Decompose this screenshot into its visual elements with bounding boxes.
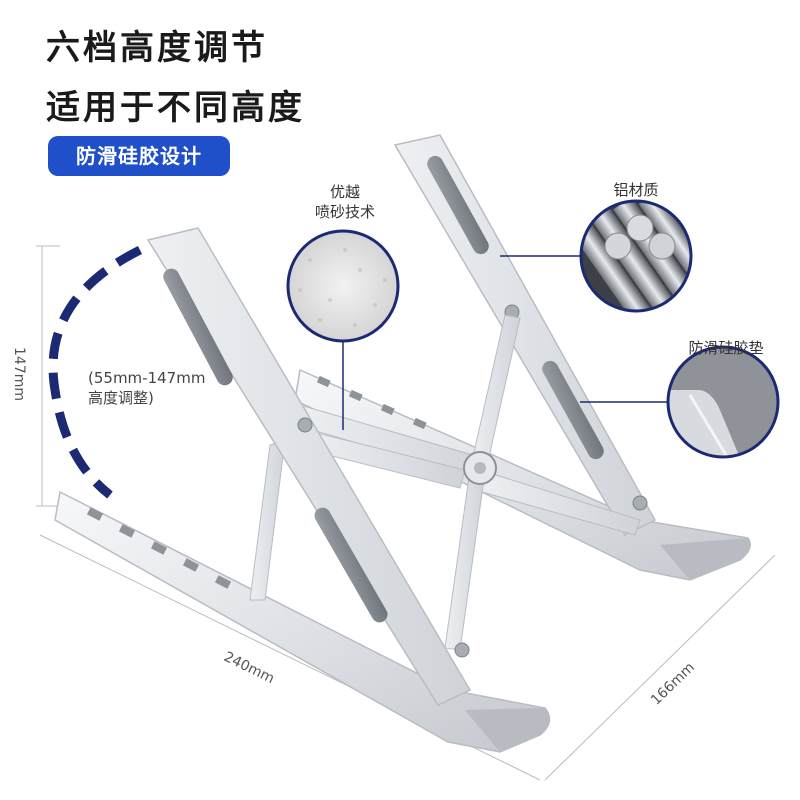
sandblast-texture-callout xyxy=(286,229,400,343)
silicone-pad-callout xyxy=(666,345,780,459)
feature-badge: 防滑硅胶设计 xyxy=(48,136,230,176)
aluminum-label: 铝材质 xyxy=(613,181,659,199)
aluminum-rods-callout xyxy=(579,199,693,313)
height-dimension-label: 147mm xyxy=(11,347,27,401)
height-range-arc xyxy=(48,245,143,499)
headline-fits-heights: 适用于不同高度 xyxy=(46,88,305,128)
silicone-pad-label: 防滑硅胶垫 xyxy=(688,339,764,357)
sandblast-label: 优越 喷砂技术 xyxy=(314,183,375,221)
headline-height-adjust: 六档高度调节 xyxy=(46,28,268,68)
height-range-note: (55mm-147mm 高度调整) xyxy=(88,369,206,407)
width-dimension-line xyxy=(544,554,776,781)
